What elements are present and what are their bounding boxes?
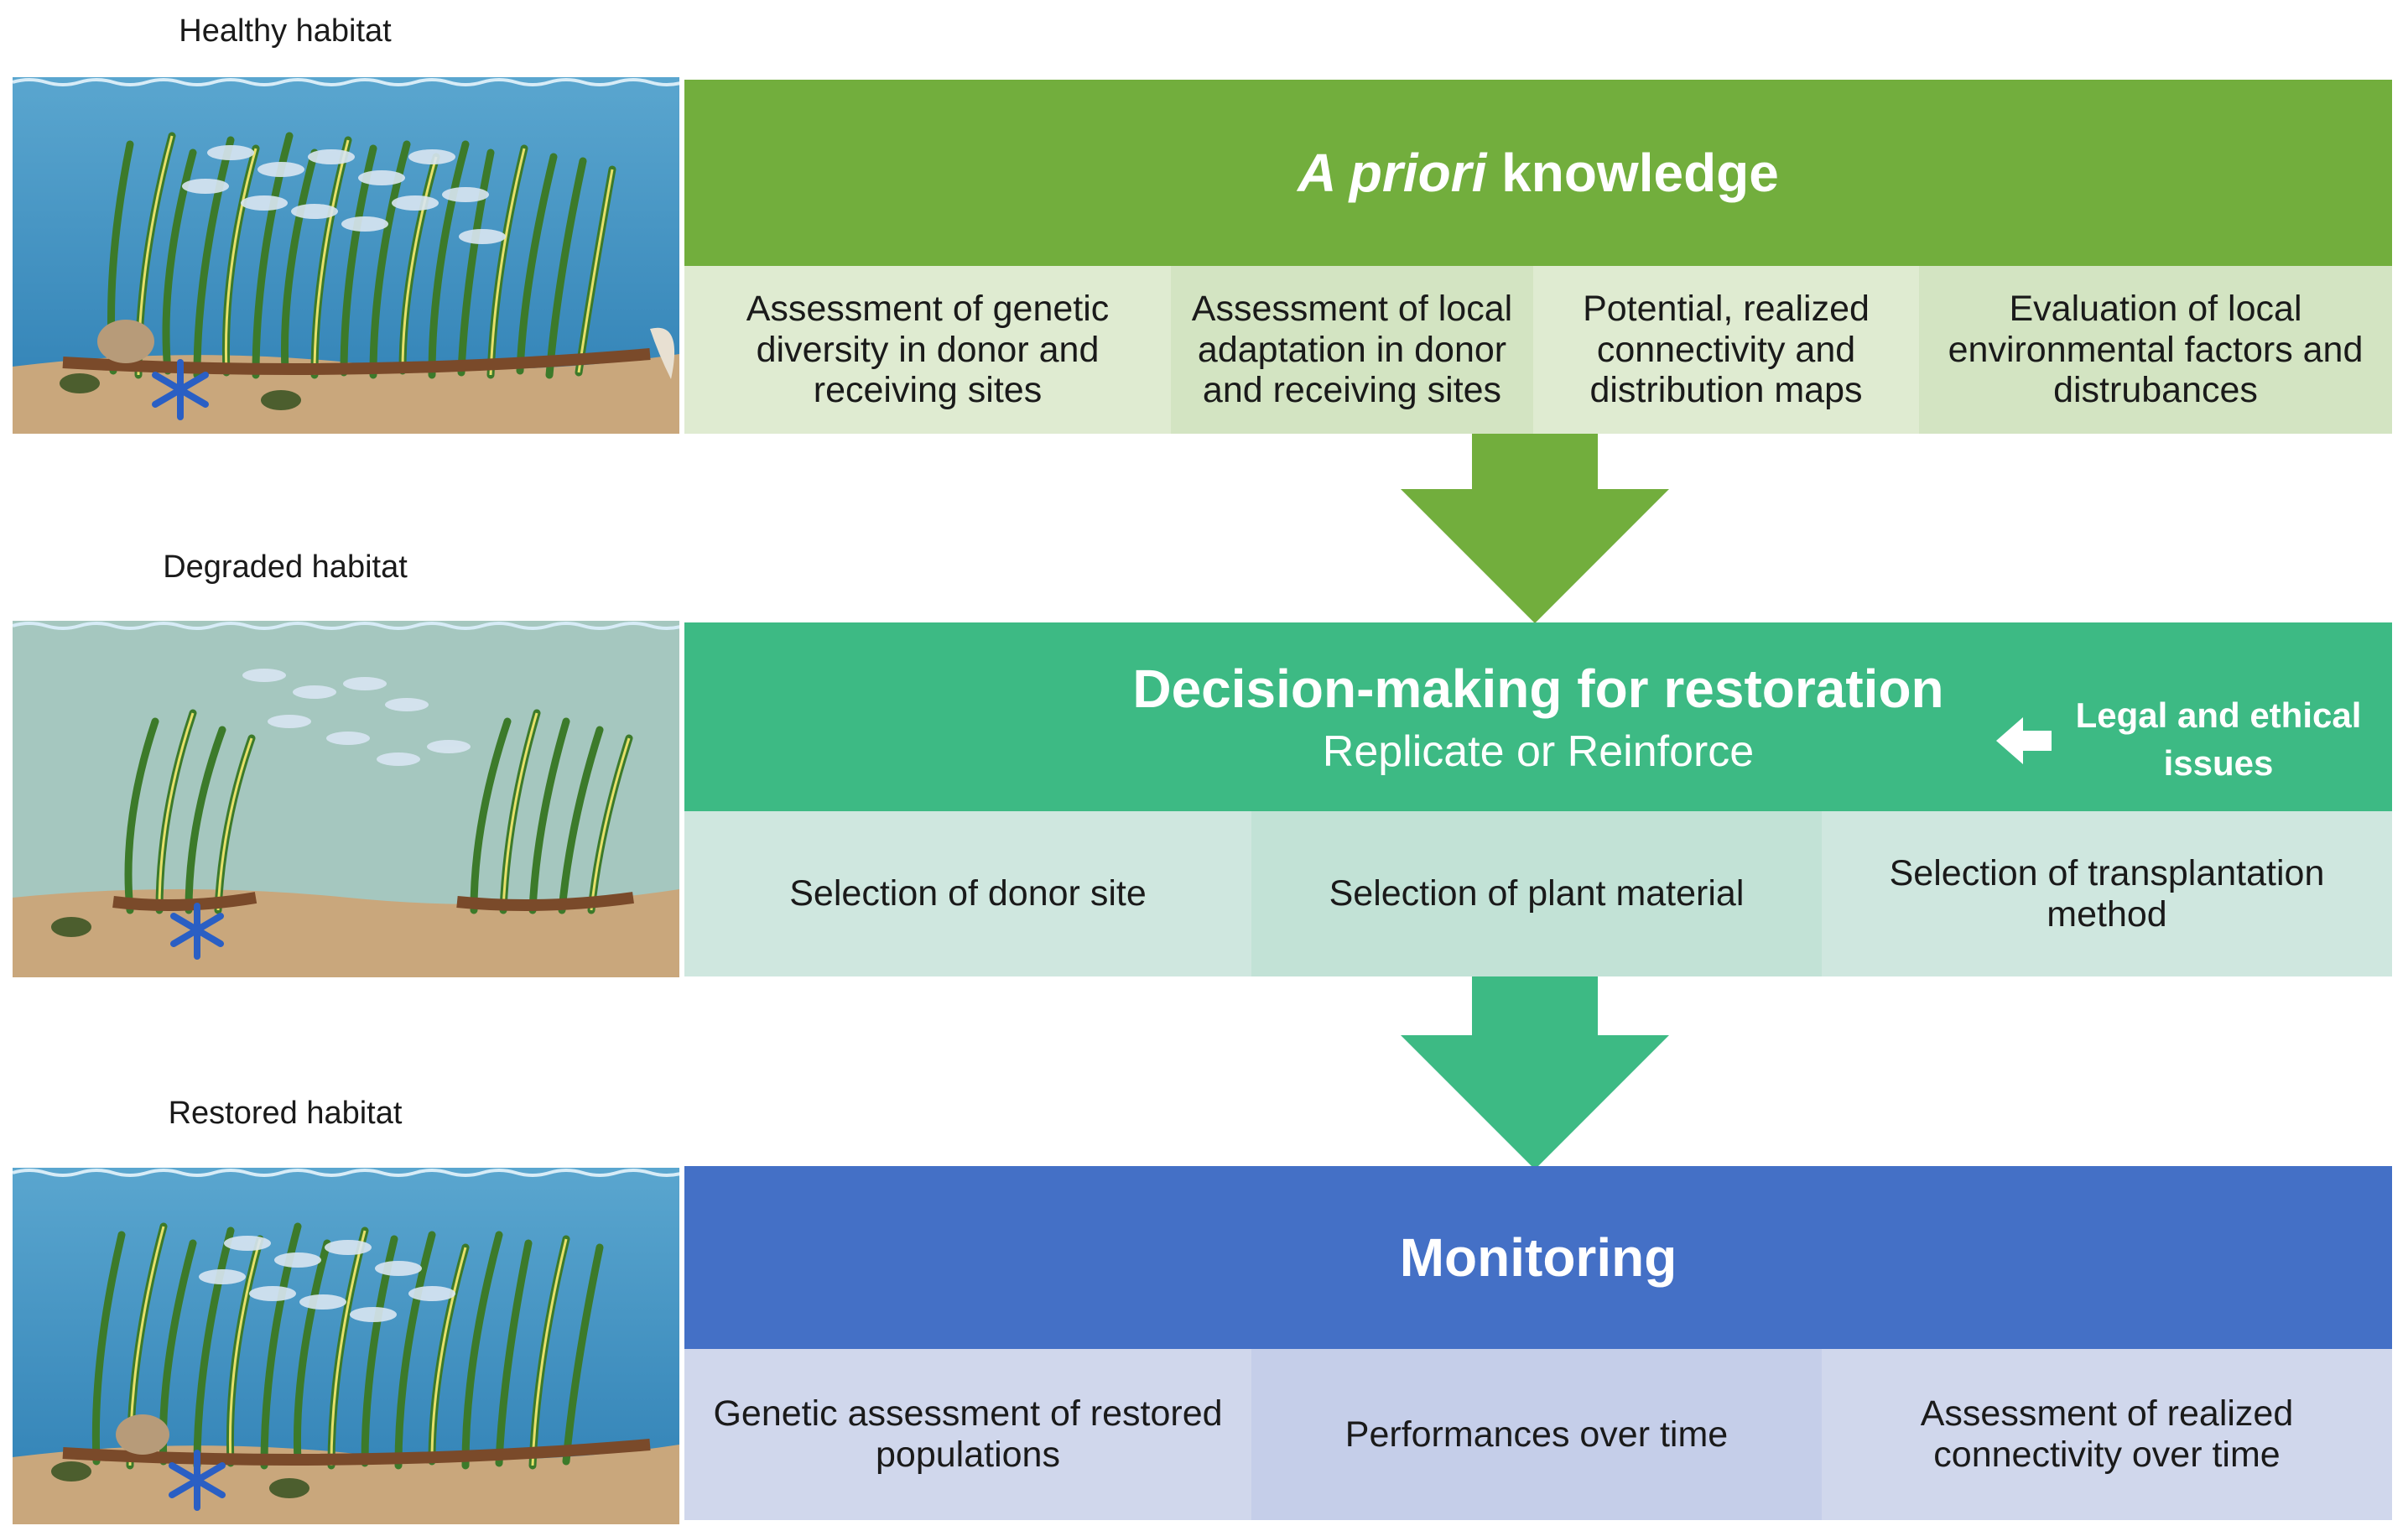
decision-making-items: Selection of donor site Selection of pla…	[684, 811, 2392, 976]
decision-making-panel: Decision-making for restoration Replicat…	[684, 622, 2392, 976]
decision-making-header: Decision-making for restoration Replicat…	[684, 622, 2392, 811]
decision-making-subtitle: Replicate or Reinforce	[1322, 726, 1755, 776]
local-adaptation-item: Assessment of local adaptation in donor …	[1171, 266, 1533, 434]
plant-material-item: Selection of plant material	[1251, 811, 1822, 976]
flow-arrow-down-1	[1401, 434, 1669, 623]
healthy-habitat-label: Healthy habitat	[179, 13, 392, 49]
degraded-habitat-label: Degraded habitat	[163, 549, 408, 585]
realized-connectivity-item: Assessment of realized connectivity over…	[1822, 1349, 2392, 1520]
a-priori-knowledge-items: Assessment of genetic diversity in donor…	[684, 266, 2392, 434]
restored-habitat-illustration	[13, 1168, 679, 1524]
monitoring-header: Monitoring	[684, 1166, 2392, 1349]
restored-habitat-label: Restored habitat	[168, 1096, 403, 1131]
a-priori-knowledge-header: A priori knowledge	[684, 80, 2392, 266]
a-priori-knowledge-title: A priori knowledge	[1298, 143, 1779, 203]
performances-item: Performances over time	[1251, 1349, 1822, 1520]
monitoring-title: Monitoring	[1399, 1227, 1677, 1288]
flow-arrow-down-2	[1401, 976, 1669, 1169]
decision-making-title: Decision-making for restoration	[1132, 658, 1944, 719]
monitoring-items: Genetic assessment of restored populatio…	[684, 1349, 2392, 1520]
legal-ethical-issues-note: Legal and ethical issues	[2075, 695, 2362, 783]
donor-site-item: Selection of donor site	[684, 811, 1251, 976]
environmental-factors-item: Evaluation of local environmental factor…	[1919, 266, 2392, 434]
monitoring-panel: Monitoring Genetic assessment of restore…	[684, 1166, 2392, 1520]
left-arrow-icon	[1996, 717, 2052, 764]
healthy-habitat-illustration	[13, 77, 679, 434]
connectivity-maps-item: Potential, realized connectivity and dis…	[1533, 266, 1919, 434]
genetic-assessment-item: Genetic assessment of restored populatio…	[684, 1349, 1251, 1520]
degraded-habitat-illustration	[13, 621, 679, 977]
genetic-diversity-item: Assessment of genetic diversity in donor…	[684, 266, 1171, 434]
a-priori-knowledge-panel: A priori knowledge Assessment of genetic…	[684, 80, 2392, 434]
transplantation-method-item: Selection of transplantation method	[1822, 811, 2392, 976]
